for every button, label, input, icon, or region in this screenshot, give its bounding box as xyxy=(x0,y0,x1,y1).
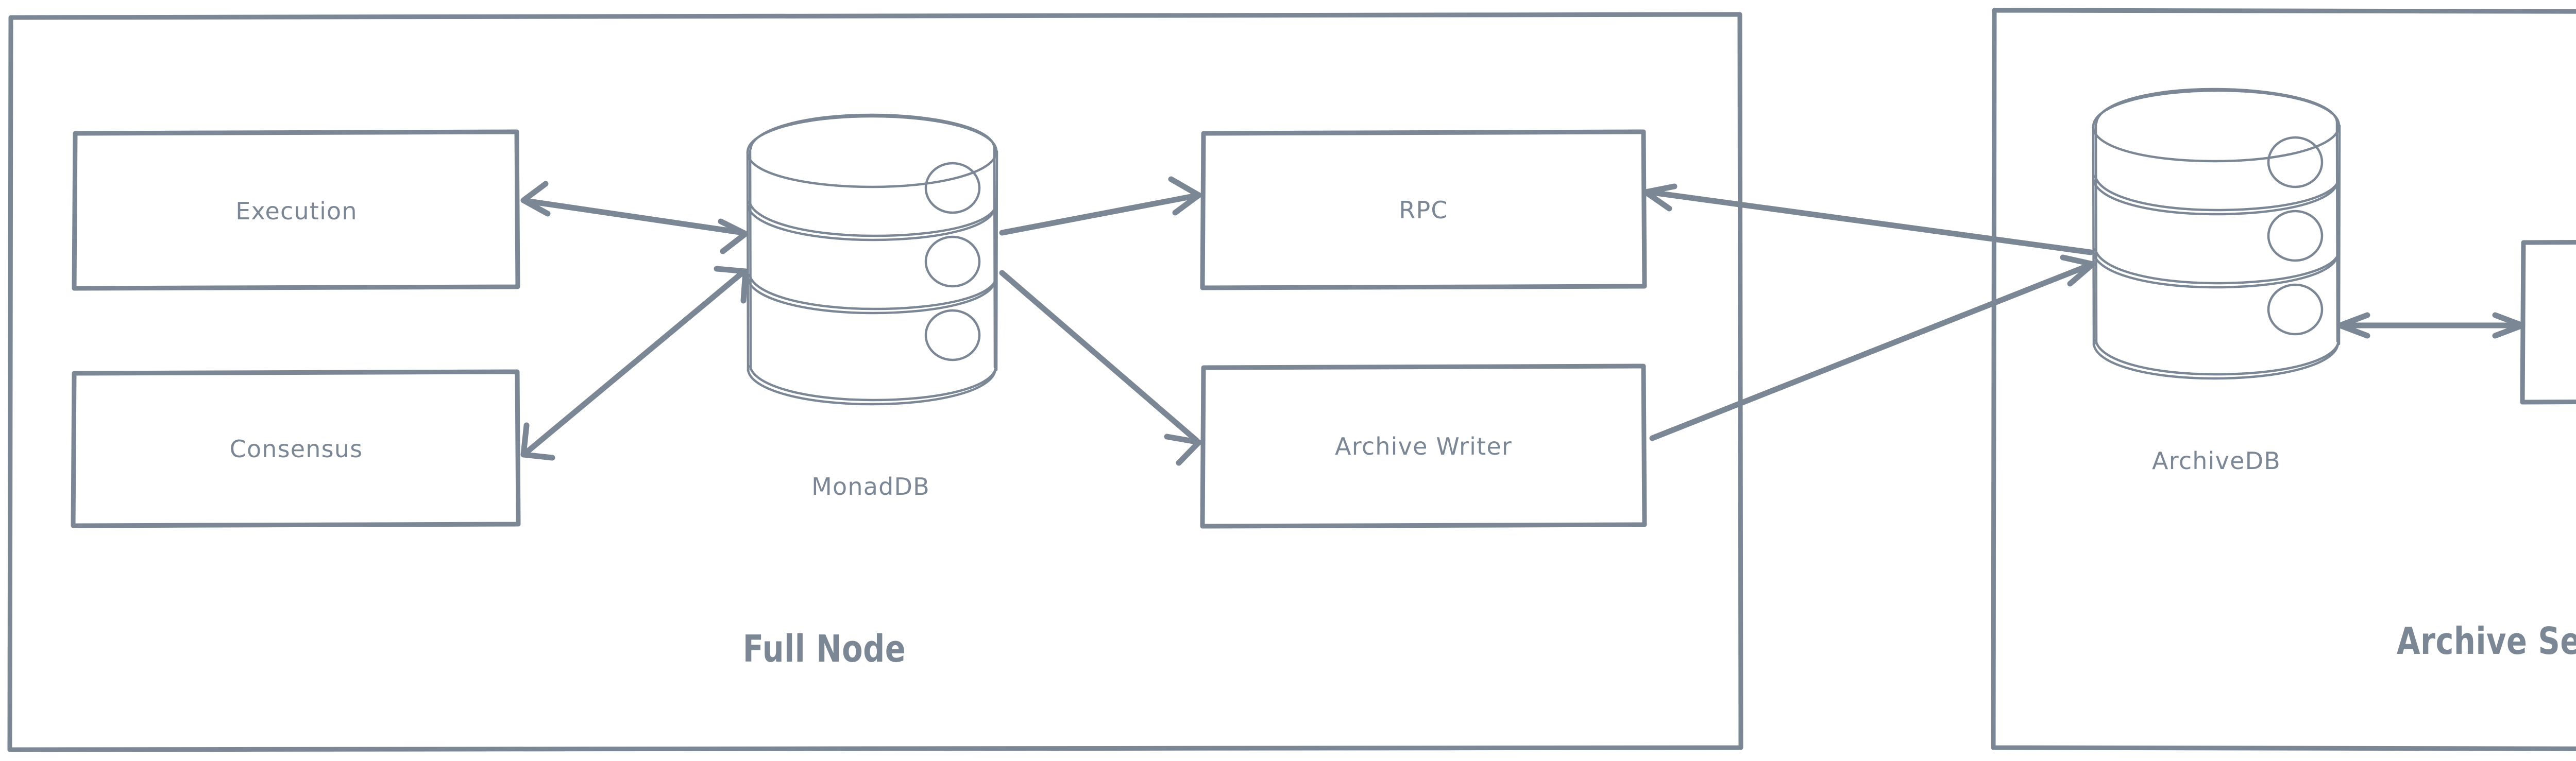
panel-title-archive-server: Archive Server xyxy=(2396,619,2576,663)
node-indexer-box xyxy=(2520,240,2576,405)
node-monaddb-cylinder xyxy=(746,113,998,406)
node-rpc-box xyxy=(1200,129,1647,290)
node-archive-writer-box xyxy=(1200,364,1647,529)
node-archivedb-cylinder xyxy=(2092,88,2341,380)
edge-monaddb-archive-writer xyxy=(999,270,1202,466)
panel-title-full-node: Full Node xyxy=(742,627,906,670)
panel-archive-server-border xyxy=(1991,8,2576,751)
edge-archive-writer-archivedb xyxy=(1649,254,2096,441)
edge-monaddb-execution xyxy=(520,181,749,254)
edge-archivedb-rpc xyxy=(1642,183,2094,255)
panel-full-node-border xyxy=(7,12,1743,752)
edge-monaddb-rpc xyxy=(999,176,1202,236)
node-consensus-box xyxy=(71,369,521,528)
node-execution-box xyxy=(72,129,520,291)
edge-archivedb-indexer xyxy=(2337,312,2526,339)
edge-monaddb-consensus xyxy=(520,266,749,461)
